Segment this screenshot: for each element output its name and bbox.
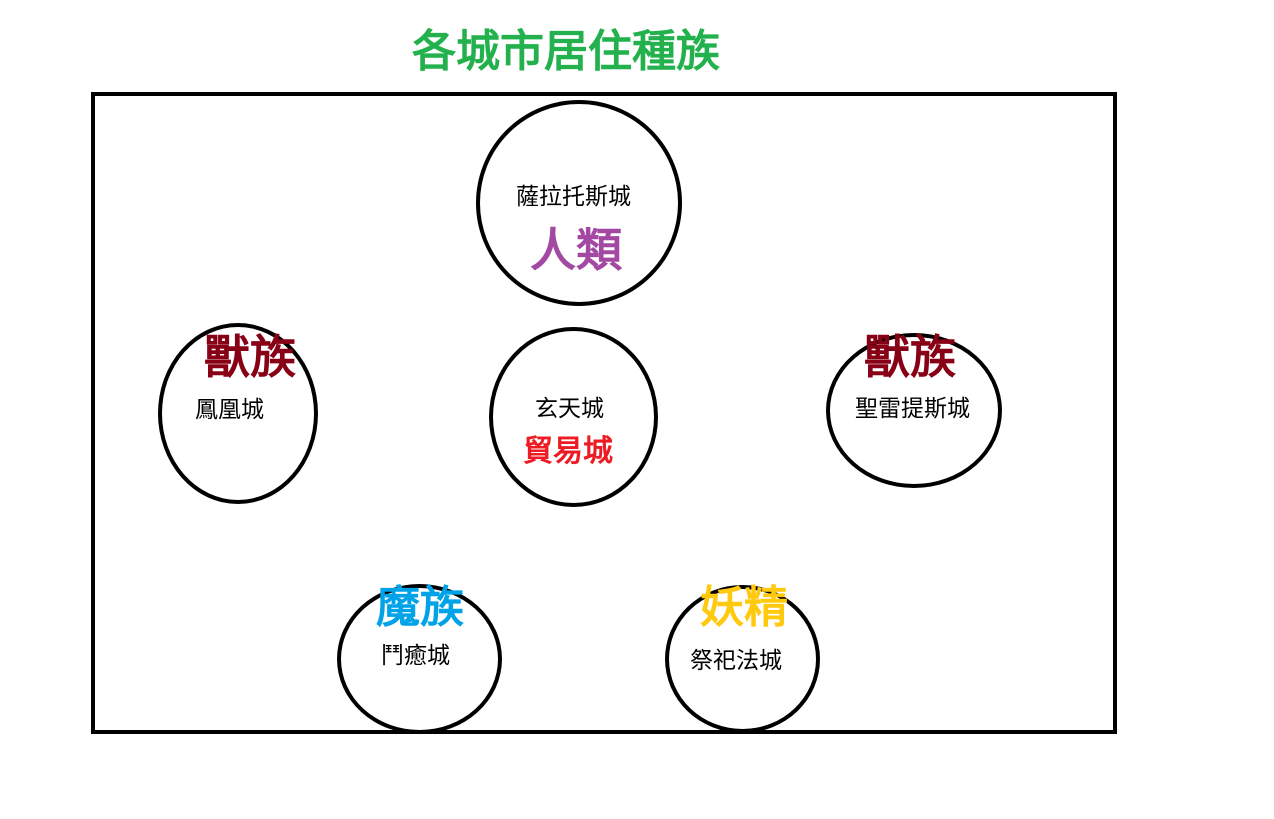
race-label-trade: 貿易城 [523, 434, 613, 469]
diagram-title: 各城市居住種族 [412, 26, 720, 77]
city-circle-phoenix [158, 323, 318, 504]
city-name-xuantian: 玄天城 [535, 396, 604, 422]
race-label-human: 人類 [530, 223, 622, 277]
race-label-fairy: 妖精 [700, 582, 788, 633]
city-name-phoenix: 鳳凰城 [195, 397, 264, 423]
city-name-jisi-fa: 祭祀法城 [690, 648, 782, 674]
city-name-saratos: 薩拉托斯城 [516, 184, 631, 210]
city-circle-saint-rettis [826, 333, 1002, 488]
city-name-douyu: 鬥癒城 [381, 643, 450, 669]
race-label-demon: 魔族 [376, 582, 464, 633]
race-label-beast-right: 獸族 [864, 330, 956, 384]
map-frame [91, 92, 1117, 734]
city-circle-douyu [337, 584, 502, 734]
city-circle-xuantian [489, 327, 658, 507]
city-circle-jisi-fa [665, 585, 820, 733]
city-circle-saratos [476, 100, 682, 306]
city-name-saint-rettis: 聖雷提斯城 [855, 396, 970, 422]
race-label-beast-left: 獸族 [204, 330, 296, 384]
